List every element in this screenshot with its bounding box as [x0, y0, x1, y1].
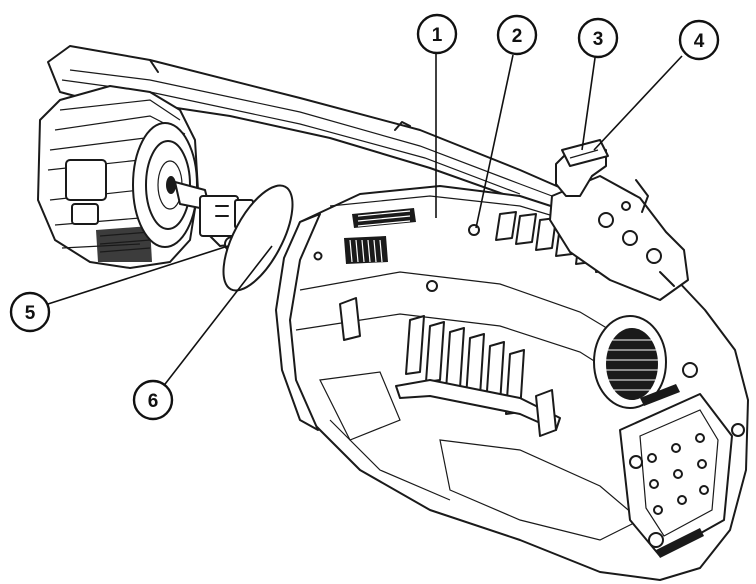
base-unit — [37, 85, 199, 269]
callout-1-label: 1 — [432, 25, 443, 46]
rear-fan — [593, 315, 667, 409]
leader-2 — [475, 54, 514, 229]
callout-6: 6 — [132, 379, 174, 421]
leader-4 — [593, 55, 683, 151]
callout-3: 3 — [577, 17, 619, 59]
mounting-bracket — [549, 175, 689, 301]
top-vent — [344, 208, 416, 264]
leader-6 — [161, 245, 273, 389]
rear-plate — [619, 362, 745, 558]
disc — [222, 184, 294, 292]
leader-3 — [581, 57, 596, 151]
callout-2-label: 2 — [512, 26, 523, 47]
callout-1: 1 — [416, 13, 458, 55]
callout-5-label: 5 — [25, 303, 36, 324]
leader-5 — [47, 245, 229, 305]
callout-6-label: 6 — [148, 391, 159, 412]
callout-5: 5 — [9, 291, 51, 333]
leader-lines — [47, 54, 683, 389]
callout-4: 4 — [678, 19, 720, 61]
lower-slot-vents — [405, 315, 525, 415]
callout-2: 2 — [496, 14, 538, 56]
callout-3-label: 3 — [593, 29, 604, 50]
callout-4-label: 4 — [694, 31, 705, 52]
